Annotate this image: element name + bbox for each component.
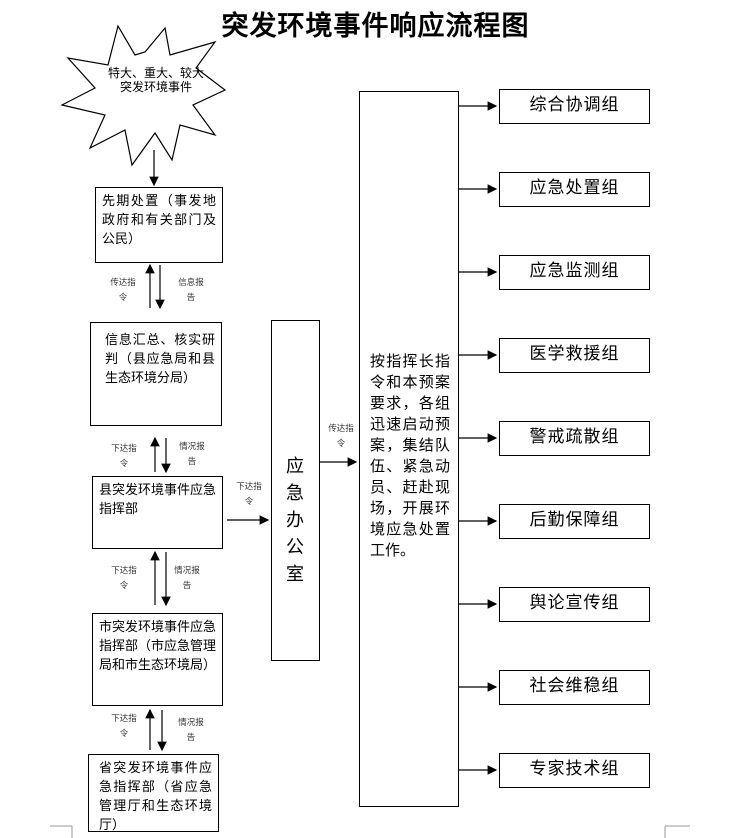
emergency-office-box: 应急办公室 — [271, 320, 320, 661]
group-social-stability: 社会维稳组 — [499, 670, 650, 705]
label-issue-order-2: 下达指令 — [111, 566, 137, 591]
group-comprehensive-coordination: 综合协调组 — [499, 89, 650, 124]
info-summary-box: 信息汇总、核实研判（县应急局和县生态环境分局） — [90, 322, 222, 426]
label-issue-order-office: 下达指令 — [236, 482, 262, 507]
group-publicity: 舆论宣传组 — [499, 587, 650, 622]
group-logistics: 后勤保障组 — [499, 504, 650, 539]
group-medical-rescue: 医学救援组 — [499, 338, 650, 373]
county-command-box: 县突发环境事件应急指挥部 — [92, 476, 223, 549]
command-instruction-text: 按指挥长指令和本预案要求，各组迅速启动预案，集结队伍、紧急动员、赶赴现场，开展环… — [370, 352, 450, 559]
city-command-box: 市突发环境事件应急指挥部（市应急管理局和市生态环境局） — [92, 613, 223, 706]
group-evacuation: 警戒疏散组 — [499, 421, 650, 456]
group-emergency-response: 应急处置组 — [499, 172, 650, 207]
group-expert-technical: 专家技术组 — [499, 753, 650, 788]
emergency-office-label: 应急办公室 — [286, 456, 304, 585]
label-down-order-office: 传达指令 — [328, 424, 354, 449]
start-event-label: 特大、重大、较大突发环境事件 — [108, 66, 204, 94]
initial-response-box: 先期处置（事发地政府和有关部门及公民） — [95, 187, 223, 263]
label-up-report-1: 信息报告 — [178, 278, 204, 303]
label-issue-order-1: 下达指令 — [111, 444, 137, 469]
label-situation-report-2: 情况报告 — [174, 566, 200, 591]
label-issue-order-3: 下达指令 — [111, 714, 137, 739]
group-emergency-monitoring: 应急监测组 — [499, 255, 650, 290]
page-title: 突发环境事件响应流程图 — [221, 11, 530, 42]
label-situation-report-3: 情况报告 — [178, 718, 204, 743]
event-starburst — [60, 24, 227, 167]
province-command-box: 省突发环境事件应急指挥部（省应急管理厅和生态环境厅） — [88, 754, 219, 833]
label-down-order-1: 传达指令 — [110, 278, 136, 303]
label-situation-report-1: 情况报告 — [179, 442, 205, 467]
command-instruction-box: 按指挥长指令和本预案要求，各组迅速启动预案，集结队伍、紧急动员、赶赴现场，开展环… — [359, 91, 459, 807]
